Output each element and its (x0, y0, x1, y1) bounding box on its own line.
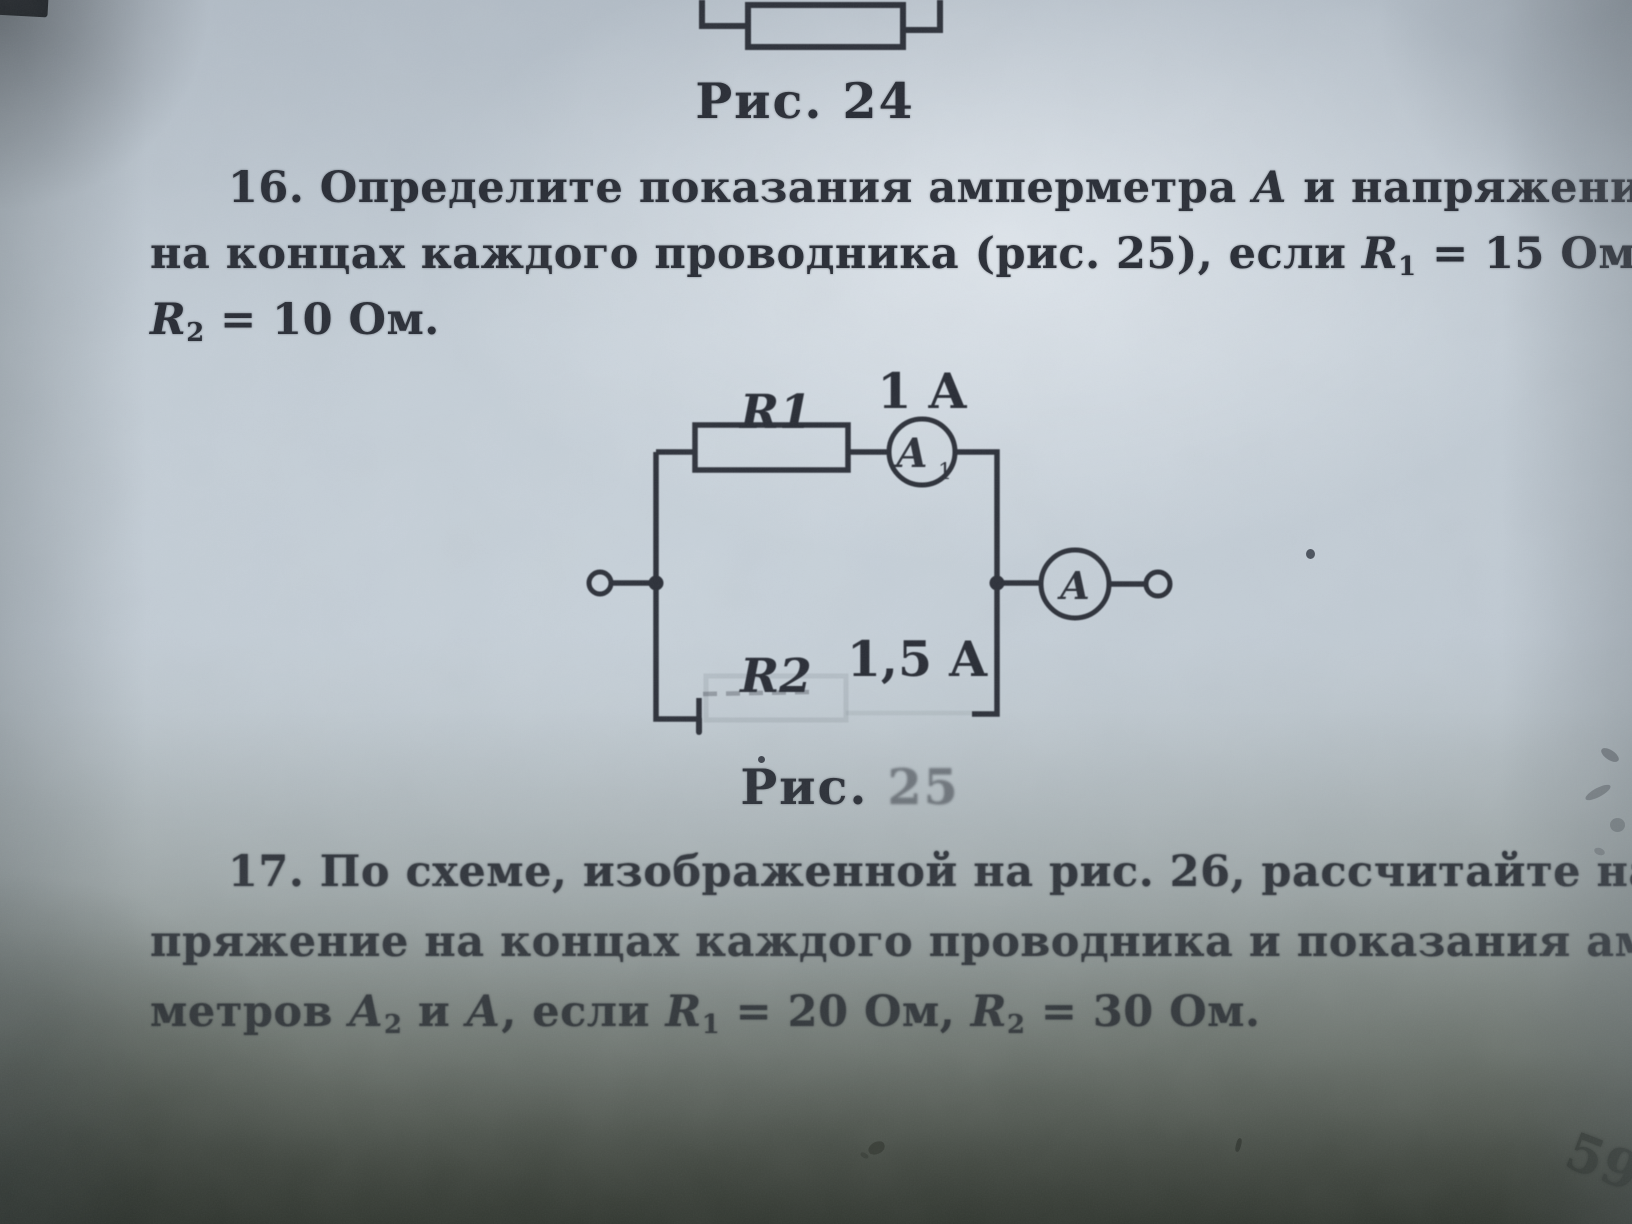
ammeter-a1-subscript: 1 (938, 460, 952, 485)
right-terminal (1143, 569, 1173, 599)
corner-shadow-patch (0, 0, 49, 18)
ink-smudge (1583, 781, 1613, 804)
ammeter-a1-letter: A (892, 430, 927, 477)
figure25-caption: Рис. 25 (700, 758, 1000, 816)
ink-tick (1234, 1137, 1243, 1153)
problem17-line3: метров А2 и А, если R1 = 20 Ом, R2 = 30 … (150, 987, 1261, 1041)
ink-dot (758, 756, 765, 763)
resistor (745, 2, 906, 50)
a1-current-label: 1 A (877, 362, 967, 420)
page-number: 59 (1557, 1120, 1632, 1205)
r1-label: R1 (738, 385, 812, 440)
ink-smudge (1610, 818, 1625, 832)
wire (699, 0, 748, 29)
wire (903, 0, 943, 33)
ink-blot (866, 1139, 887, 1157)
circuit-diagram-fig25: A 1 A R1 1 A R2 1,5 A (586, 362, 1173, 735)
r2-current-label: 1,5 A (847, 630, 988, 688)
problem16-line1: 16. Определите показания амперметра А и … (228, 163, 1632, 213)
ink-speck (1306, 549, 1315, 559)
left-terminal (586, 569, 614, 597)
figure25-caption-word: Рис. (740, 758, 869, 816)
figure24-caption: Рис. 24 (695, 72, 915, 130)
r2-label: R2 (738, 649, 812, 704)
ammeter-a-letter: A (1057, 563, 1089, 608)
circuit-diagram-fig24-fragment (699, 0, 943, 50)
ink-smudge (1599, 744, 1621, 766)
problem17-line1: 17. По схеме, изображенной на рис. 26, р… (228, 847, 1632, 897)
figure25-caption-number: 25 (887, 758, 960, 816)
problem16-line3: R2 = 10 Ом. (150, 295, 440, 349)
problem17-line2: пряжение на концах каждого проводника и … (150, 917, 1632, 967)
